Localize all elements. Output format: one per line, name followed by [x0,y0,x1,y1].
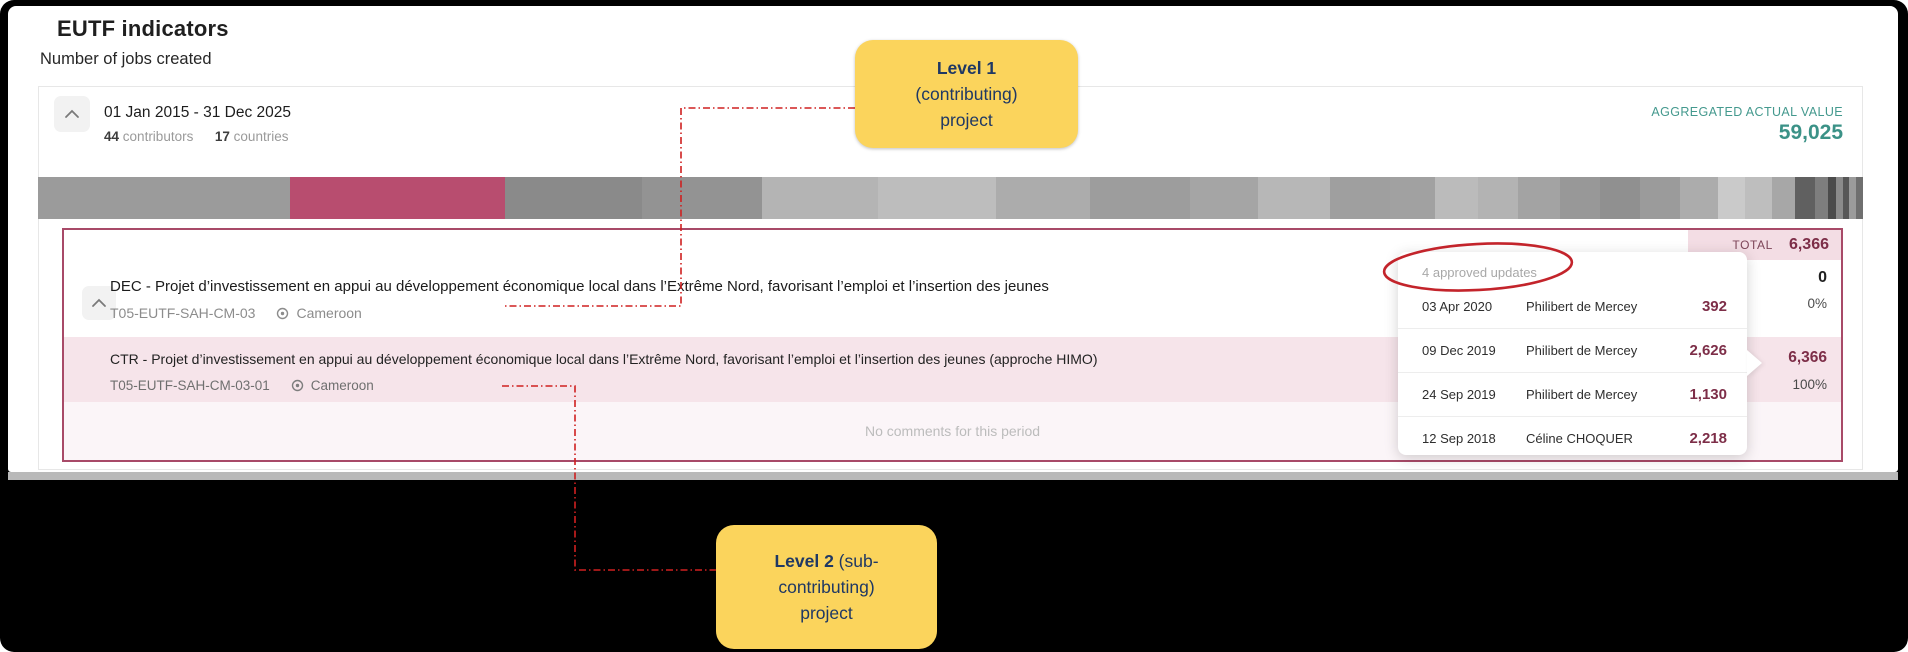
timeline-segment[interactable] [878,177,996,219]
aggregated-actual-value: 59,025 [1778,121,1843,144]
timeline-segment[interactable] [1815,177,1828,219]
approved-updates-toggle[interactable]: 4 approved updates [1422,265,1537,280]
timeline-segment[interactable] [1435,177,1478,219]
timeline-segment[interactable] [1478,177,1518,219]
update-author: Céline CHOQUER [1526,431,1633,446]
total-label: TOTAL [1732,238,1773,252]
level1-project-subtitle: T05-EUTF-SAH-CM-03 Cameroon [110,305,362,321]
chevron-up-icon [65,109,79,118]
timeline-segment[interactable] [1518,177,1560,219]
update-value: 1,130 [1689,386,1727,403]
aggregated-actual-value-label: AGGREGATED ACTUAL VALUE [1651,105,1843,119]
update-date: 09 Dec 2019 [1422,343,1496,358]
timeline-segment[interactable] [642,177,762,219]
update-value: 2,626 [1689,342,1727,359]
approved-updates-list: 03 Apr 2020 Philibert de Mercey 392 09 D… [1398,285,1747,460]
update-date: 24 Sep 2019 [1422,387,1496,402]
level2-project-code: T05-EUTF-SAH-CM-03-01 [110,378,270,393]
level2-project-percent: 100% [1792,377,1827,392]
update-author: Philibert de Mercey [1526,387,1638,402]
timeline-segment[interactable] [1560,177,1600,219]
timeline-segment[interactable] [1745,177,1772,219]
timeline-segment[interactable] [1843,177,1849,219]
level2-project-country: Cameroon [310,378,374,393]
approved-update-row[interactable]: 24 Sep 2019 Philibert de Mercey 1,130 [1398,372,1747,416]
timeline-segment[interactable] [1600,177,1640,219]
update-value: 392 [1701,298,1727,315]
timeline-segment[interactable] [1258,177,1330,219]
approved-update-row[interactable]: 09 Dec 2019 Philibert de Mercey 2,626 [1398,328,1747,372]
comments-empty-text: No comments for this period [864,423,1041,439]
timeline-segment[interactable] [1795,177,1815,219]
contributors-label: contributors [122,129,194,144]
contributors-count: 44 [104,129,120,144]
callout-line: (contributing) [915,83,1018,104]
countries-count: 17 [214,129,230,144]
timeline-bar[interactable] [38,177,1863,219]
level2-callout: Level 2 (sub- contributing) project [716,525,937,649]
level1-project-code: T05-EUTF-SAH-CM-03 [110,305,256,321]
level1-project-percent: 0% [1807,296,1827,311]
update-date: 03 Apr 2020 [1422,299,1493,314]
timeline-segment[interactable] [1718,177,1745,219]
update-author: Philibert de Mercey [1526,343,1638,358]
indicator-name: Number of jobs created [40,50,212,68]
level2-project-value: 6,366 [1788,349,1827,366]
location-pin-icon [291,379,303,392]
timeline-segment[interactable] [1640,177,1680,219]
timeline-segment[interactable] [762,177,878,219]
timeline-segment[interactable] [505,177,642,219]
timeline-segment[interactable] [290,177,505,219]
update-value: 2,218 [1689,430,1727,447]
update-date: 12 Sep 2018 [1422,431,1496,446]
callout-line: project [800,603,853,624]
timeline-segment[interactable] [1828,177,1836,219]
callout-line: project [940,110,993,131]
callout-line: contributing) [778,576,875,597]
popover-arrow [1747,350,1762,376]
timeline-segment[interactable] [1772,177,1795,219]
timeline-segment[interactable] [1330,177,1390,219]
update-author: Philibert de Mercey [1526,299,1638,314]
level1-callout: Level 1 (contributing) project [855,40,1078,148]
collapse-project-button[interactable] [82,286,116,320]
level2-project-subtitle: T05-EUTF-SAH-CM-03-01 Cameroon [110,378,374,393]
timeline-segment[interactable] [1849,177,1856,219]
level1-project-country: Cameroon [296,305,362,321]
location-pin-icon [277,307,289,319]
total-value: 6,366 [1788,236,1829,253]
total-strip: TOTAL 6,366 [1688,230,1841,260]
collapse-period-button[interactable] [54,96,90,132]
callout-line: Level 2 (sub- [774,550,879,571]
timeline-segment[interactable] [1680,177,1718,219]
page-title: EUTF indicators [57,16,229,41]
timeline-segment[interactable] [1090,177,1190,219]
period-date-range: 01 Jan 2015 - 31 Dec 2025 [104,104,291,121]
chevron-up-icon [92,298,106,307]
timeline-segment[interactable] [1836,177,1843,219]
timeline-segment[interactable] [1856,177,1863,219]
level1-project-value: 0 [1818,269,1827,286]
approved-updates-popover: 4 approved updates 03 Apr 2020 Philibert… [1398,252,1762,455]
timeline-segment[interactable] [996,177,1090,219]
timeline-segment[interactable] [1190,177,1258,219]
card-bottom-strip [8,472,1898,480]
level2-project-title: CTR - Projet d’investissement en appui a… [110,351,1098,367]
timeline-segment[interactable] [1390,177,1435,219]
approved-update-row[interactable]: 03 Apr 2020 Philibert de Mercey 392 [1398,285,1747,328]
level1-project-title: DEC - Projet d’investissement en appui a… [110,278,1049,295]
countries-label: countries [233,129,289,144]
timeline-segment[interactable] [38,177,290,219]
period-stats: 44 contributors 17 countries [104,129,288,144]
callout-line: Level 1 [936,57,997,78]
approved-update-row[interactable]: 12 Sep 2018 Céline CHOQUER 2,218 [1398,416,1747,460]
